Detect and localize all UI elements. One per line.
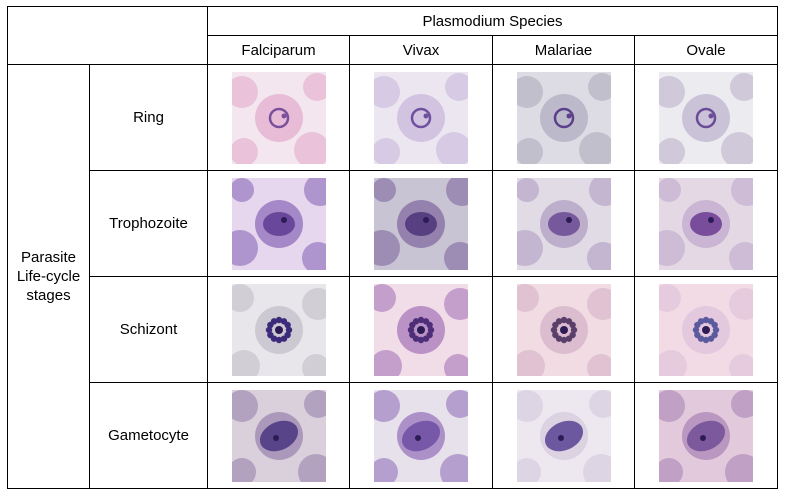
gametocyte-ovale-cell [634,382,778,489]
schizont-ovale-cell [634,276,778,383]
ring-malariae-micrograph-icon [516,71,611,164]
ring-ovale-micrograph-icon [659,71,753,164]
ring-falciparum-cell [207,64,350,171]
schizont-falciparum-cell [207,276,350,383]
schizont-vivax-micrograph-icon [374,283,468,376]
trophozoite-malariae-cell [492,170,635,277]
ring-falciparum-micrograph-icon [231,71,326,164]
schizont-malariae-micrograph-icon [516,283,611,376]
corner-cell [7,6,208,65]
trophozoite-ovale-micrograph-icon [659,177,753,270]
table-row: Trophozoite [8,170,778,277]
gametocyte-falciparum-micrograph-icon [231,389,326,482]
gametocyte-malariae-cell [492,382,635,489]
trophozoite-malariae-micrograph-icon [516,177,611,270]
gametocyte-malariae-micrograph-icon [516,389,611,482]
trophozoite-ovale-cell [634,170,778,277]
table-row: Gametocyte [8,382,778,489]
trophozoite-vivax-cell [349,170,493,277]
trophozoite-falciparum-micrograph-icon [231,177,326,270]
schizont-vivax-cell [349,276,493,383]
schizont-malariae-cell [492,276,635,383]
species-falciparum: Falciparum [207,35,350,65]
species-malariae: Malariae [492,35,635,65]
stage-schizont: Schizont [89,276,208,383]
gametocyte-vivax-cell [349,382,493,489]
ring-vivax-micrograph-icon [374,71,468,164]
trophozoite-vivax-micrograph-icon [374,177,468,270]
stage-gametocyte: Gametocyte [89,382,208,489]
table-row: Parasite Life-cycle stages Ring [7,64,778,489]
gametocyte-vivax-micrograph-icon [374,389,468,482]
ring-ovale-cell [634,64,778,171]
ring-vivax-cell [349,64,493,171]
ring-malariae-cell [492,64,635,171]
plasmodium-table: Plasmodium Species Falciparum Vivax Mala… [7,6,778,489]
stage-ring: Ring [89,64,208,171]
schizont-ovale-micrograph-icon [659,283,753,376]
species-header: Plasmodium Species [207,6,778,36]
trophozoite-falciparum-cell [207,170,350,277]
species-ovale: Ovale [634,35,778,65]
stage-trophozoite: Trophozoite [89,170,208,277]
schizont-falciparum-micrograph-icon [231,283,326,376]
life-cycle-stages-label: Parasite Life-cycle stages [7,64,90,489]
gametocyte-ovale-micrograph-icon [659,389,753,482]
table-row: Schizont [8,276,778,383]
gametocyte-falciparum-cell [207,382,350,489]
species-vivax: Vivax [349,35,493,65]
